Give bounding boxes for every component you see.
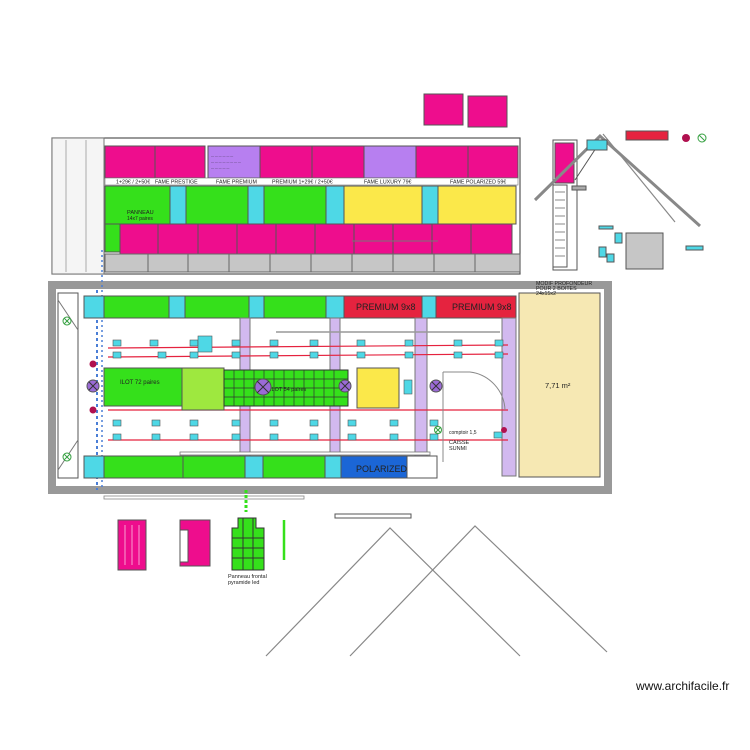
panneau-frontal-label-1: Panneau frontal bbox=[228, 574, 267, 580]
spot-marker bbox=[501, 427, 507, 433]
display-box bbox=[154, 145, 206, 179]
ceiling-light-icon bbox=[86, 379, 100, 393]
exit-marker-icon bbox=[62, 316, 72, 326]
premium-left-label: PREMIUM 9x8 bbox=[356, 302, 416, 312]
display-panel-yellow bbox=[343, 185, 423, 225]
ceiling-light-icon bbox=[254, 378, 272, 396]
wall-display-section: — — — — — — — — — — — — — — — — — — — 1+… bbox=[51, 137, 521, 275]
display-separator bbox=[247, 185, 265, 225]
caisse-label: CAISSE bbox=[449, 440, 470, 446]
display-box bbox=[467, 145, 519, 179]
svg-text:— — — — —: — — — — — bbox=[211, 166, 229, 170]
ceiling-light-icon bbox=[429, 379, 443, 393]
spot-marker bbox=[89, 406, 97, 414]
elevation-pyramid bbox=[231, 517, 265, 571]
display-base bbox=[104, 253, 521, 273]
island-72 bbox=[103, 367, 183, 407]
shelf-fixtures bbox=[112, 335, 504, 441]
side-elevation bbox=[533, 130, 707, 271]
ilot-54-label: ILOT 54 paires bbox=[270, 387, 307, 393]
fame-polarized-label: FAME POLARIZED 59€ bbox=[450, 180, 506, 186]
counter-strip bbox=[103, 495, 305, 500]
spot-marker bbox=[89, 360, 97, 368]
island-center bbox=[181, 367, 225, 411]
modif-label-2: POUR 2 BOITES bbox=[536, 286, 577, 292]
roof-line-left bbox=[265, 527, 521, 657]
display-box bbox=[311, 145, 365, 179]
wall-unit-green bbox=[263, 295, 327, 319]
display-panel-yellow bbox=[437, 185, 517, 225]
floating-display-box bbox=[423, 93, 464, 126]
modif-label-3: 24x15x2 bbox=[536, 291, 556, 297]
polarized-label: POLARIZED bbox=[356, 464, 408, 474]
modif-label-1: MODIF PROFONDEUR bbox=[536, 281, 592, 287]
display-separator bbox=[421, 185, 439, 225]
wall-unit-green bbox=[182, 455, 246, 479]
island-54: ILOT 54 paires bbox=[223, 369, 349, 407]
island-yellow bbox=[356, 367, 400, 409]
display-separator bbox=[325, 185, 345, 225]
room-area-label: 7,71 m² bbox=[545, 381, 571, 390]
roof-line-right bbox=[349, 525, 608, 657]
comptoir-label: comptoir 1,5 bbox=[449, 430, 477, 436]
premium-right-label: PREMIUM 9x8 bbox=[452, 302, 512, 312]
display-box-luxury-note bbox=[207, 145, 261, 179]
fame-prestige-label: FAME PRESTIGE bbox=[155, 180, 198, 186]
premium-price-label: PREMIUM 1+29€ / 2+50€ bbox=[272, 180, 333, 186]
panneau-sub-label: 14x7 paires bbox=[127, 216, 153, 222]
svg-text:— — — — — —: — — — — — — bbox=[211, 154, 233, 158]
display-panel-green bbox=[185, 185, 249, 225]
ilot-72-label: ILOT 72 paires bbox=[120, 380, 160, 386]
gray-box bbox=[625, 232, 664, 270]
display-box bbox=[415, 145, 469, 179]
panneau-frontal-label-2: pyramide led bbox=[228, 580, 260, 586]
price-label: 1+29€ / 2+50€ bbox=[116, 180, 150, 186]
panneau-label: PANNEAU bbox=[127, 210, 154, 216]
fame-luxury-label: FAME LUXURY 79€ bbox=[364, 180, 412, 186]
floating-display-box bbox=[467, 95, 508, 128]
display-lower-row bbox=[119, 223, 513, 255]
wall-unit-green bbox=[184, 295, 250, 319]
display-panel-green bbox=[263, 185, 327, 225]
pillar-strip bbox=[501, 317, 517, 477]
wall-unit-green bbox=[103, 455, 184, 479]
fame-premium-label: FAME PREMIUM bbox=[216, 180, 257, 186]
wall-unit-green bbox=[103, 295, 170, 319]
premium-unit-right bbox=[435, 295, 517, 319]
ceiling-light-icon bbox=[338, 379, 352, 393]
fixture-marker bbox=[682, 134, 690, 142]
exit-marker-icon bbox=[62, 452, 72, 462]
red-bar bbox=[625, 130, 669, 141]
display-edge bbox=[104, 223, 121, 253]
sunmi-label: SUNMI bbox=[449, 446, 467, 452]
counter-strip bbox=[334, 513, 412, 519]
storage-room bbox=[518, 292, 601, 478]
watermark: www.archifacile.fr bbox=[636, 679, 730, 693]
display-separator bbox=[169, 185, 187, 225]
elevation-magenta-1 bbox=[117, 519, 147, 571]
svg-text:— — — — — — — —: — — — — — — — — bbox=[211, 160, 241, 164]
display-box bbox=[104, 145, 156, 179]
wall-unit-green bbox=[262, 455, 326, 479]
display-box bbox=[259, 145, 313, 179]
exit-marker-icon bbox=[434, 426, 442, 434]
display-box bbox=[363, 145, 417, 179]
elevation-magenta-2 bbox=[179, 519, 211, 567]
shop-floor: MODIF PROFONDEUR POUR 2 BOITES 24x15x2 7… bbox=[48, 250, 612, 494]
